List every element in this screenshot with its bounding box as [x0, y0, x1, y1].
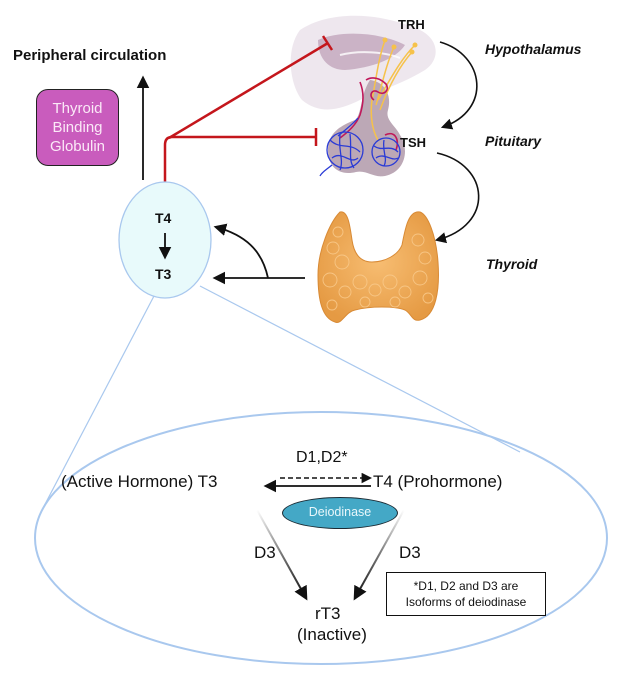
zoom-connector-left [41, 295, 155, 511]
negative-feedback-lines [163, 41, 329, 188]
thyroid-label: Thyroid [486, 256, 538, 272]
isoform-footnote-box: *D1, D2 and D3 are Isoforms of deiodinas… [386, 572, 546, 616]
d3-left-label: D3 [254, 543, 276, 562]
hypothalamus-label: Hypothalamus [485, 41, 582, 57]
inactive-label: (Inactive) [297, 625, 367, 644]
t4-to-rt3-arrow [353, 509, 405, 601]
note-line-2: Isoforms of deiodinase [405, 595, 527, 609]
zoom-connector-right [199, 285, 521, 453]
active-hormone-label: (Active Hormone) T3 [61, 472, 218, 491]
trh-label: TRH [398, 17, 425, 32]
deiodination-detail-ellipse [34, 411, 608, 665]
pituitary-illustration [319, 37, 418, 177]
t4-label: T4 [155, 210, 172, 226]
note-line-1: *D1, D2 and D3 are [413, 579, 519, 593]
thyroid-to-t4-arrow [213, 223, 269, 279]
t3-label: T3 [155, 266, 172, 282]
tbg-line-3: Globulin [49, 138, 106, 155]
t3-to-rt3-arrow [256, 509, 308, 601]
pituitary-label: Pituitary [485, 133, 542, 149]
tbg-line-2: Binding [52, 119, 103, 136]
thyroid-binding-globulin-box: Thyroid Binding Globulin [36, 89, 119, 166]
trh-to-tsh-arrow [439, 41, 478, 130]
tsh-label: TSH [400, 135, 426, 150]
inhibition-bar-trh [321, 35, 334, 51]
hypothalamus-illustration [290, 15, 436, 110]
peripheral-circulation-label: Peripheral circulation [13, 47, 167, 64]
tsh-to-thyroid-arrow [434, 152, 480, 244]
prohormone-label: T4 (Prohormone) [373, 472, 503, 491]
d3-right-label: D3 [399, 543, 421, 562]
deiodinase-badge: Deiodinase [282, 497, 398, 529]
thyroid-gland-illustration [317, 211, 439, 323]
d1-d2-label: D1,D2* [296, 449, 348, 466]
tbg-line-1: Thyroid [52, 100, 103, 117]
rt3-label: rT3 [315, 604, 341, 623]
